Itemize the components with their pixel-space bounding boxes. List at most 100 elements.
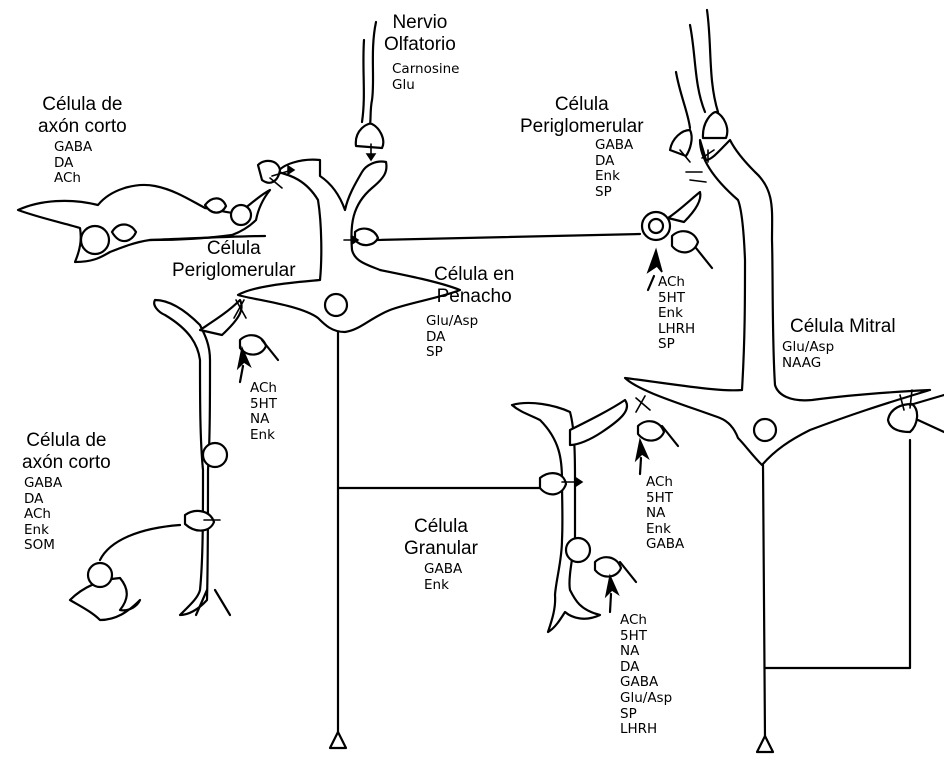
periglom-right-input: 5HT [658,291,695,307]
periglomerular-left-fork-b [215,590,230,615]
periglom-left-input: NA [250,412,277,428]
short-axon-top-terminal-2 [205,198,226,212]
periglom-left-input: 5HT [250,397,277,413]
mitral-title: Célula Mitral [790,316,896,338]
short-axon-bottom-item: GABA [24,476,62,492]
periglomerular-right-input-terminal [672,231,698,252]
olfactory-nerve-fiber-right [690,10,718,112]
granular-lower-input: GABA [620,675,672,691]
granular-lower-input: ACh [620,613,672,629]
arrow-periglom-right [648,250,662,272]
short-axon-bottom-axon [100,525,180,560]
short-axon-top-item: DA [54,156,92,172]
short-axon-bottom-nucleus [88,563,112,587]
short-axon-top-knob [258,161,280,183]
periglom-left-input: Enk [250,428,277,444]
short-axon-bottom-items: GABA DA ACh Enk SOM [24,476,62,554]
arrow-granule-upper [636,440,648,460]
mitral-dendrite-right [910,395,944,405]
granular-upper-input: GABA [646,537,684,553]
periglom-left-title-2: Periglomerular [172,260,296,282]
granular-lower-input: DA [620,660,672,676]
periglom-right-title-2: Periglomerular [520,116,644,138]
short-axon-top-item: GABA [54,140,92,156]
granular-upper-input: NA [646,506,684,522]
periglom-right-item: GABA [595,138,633,154]
periglom-right-input: ACh [658,275,695,291]
nerve-fiber-right-branch [676,72,690,128]
short-axon-top-synapse [231,205,251,225]
mitral-item: Glu/Asp [782,340,834,356]
periglom-right-item: Enk [595,169,633,185]
granule-upper-input-terminal [638,421,664,440]
tufted-axon-terminal [330,732,346,748]
tufted-dendrite-terminal [355,229,378,245]
label-short-axon-top: Célula de axón corto [38,94,127,138]
penacho-items: Glu/Asp DA SP [426,314,478,361]
tufted-collateral-terminal [540,473,566,494]
granular-lower-input: SP [620,707,672,723]
granule-upper-input-fiber [662,426,678,446]
periglom-left-input: ACh [250,381,277,397]
granular-upper-input: Enk [646,522,684,538]
penacho-item: DA [426,330,478,346]
granular-lower-input: LHRH [620,722,672,738]
short-axon-top-item: ACh [54,171,92,187]
periglom-right-item: SP [595,185,633,201]
short-axon-bottom-item: SOM [24,538,62,554]
nerve-terminal-center [356,124,383,148]
periglom-right-inputs: ACh 5HT Enk LHRH SP [658,275,695,353]
tufted-to-periglomerular-line [375,234,640,240]
mitral-cell-axon [763,465,765,738]
label-mitral: Célula Mitral [790,316,896,338]
nervio-item: Glu [392,78,459,94]
granular-lower-input: NA [620,644,672,660]
granule-cell-nucleus [566,538,590,562]
periglom-right-input: Enk [658,306,695,322]
arrow-granule-lower [606,576,618,596]
short-axon-top-nucleus [81,226,109,254]
granular-title-1: Célula [404,516,478,538]
periglomerular-right-nucleus [649,219,663,233]
mitral-axon-terminal [757,736,773,752]
nervio-title-line-2: Olfatorio [384,34,456,56]
periglom-left-inputs: ACh 5HT NA Enk [250,381,277,443]
mitral-items: Glu/Asp NAAG [782,340,834,371]
granular-lower-input: 5HT [620,629,672,645]
nervio-items: Carnosine Glu [392,62,459,93]
periglom-right-item: DA [595,154,633,170]
mitral-item: NAAG [782,356,834,372]
periglomerular-left-nucleus [203,443,227,467]
label-penacho: Célula en Penacho [434,264,514,308]
periglomerular-right-process [668,192,700,222]
mitral-cell-nucleus [754,419,776,441]
olfactory-nerve-fiber-left [362,22,376,125]
label-short-axon-bottom: Célula de axón corto [22,430,111,474]
short-axon-top-title-2: axón corto [38,116,127,138]
short-axon-bottom-item: DA [24,492,62,508]
nerve-terminal-right [703,112,727,138]
granular-lower-input: Glu/Asp [620,691,672,707]
short-axon-bottom-title-2: axón corto [22,452,111,474]
short-axon-top-items: GABA DA ACh [54,140,92,187]
periglom-right-items: GABA DA Enk SP [595,138,633,200]
short-axon-bottom-item: Enk [24,523,62,539]
tufted-cell-nucleus [325,294,347,316]
granular-lower-inputs: ACh 5HT NA DA GABA Glu/Asp SP LHRH [620,613,672,738]
mitral-dendrite-right-2 [918,420,944,432]
mitral-axon-collateral [765,440,910,668]
granular-upper-input: 5HT [646,491,684,507]
mitral-collateral-terminal [888,404,917,432]
penacho-item: Glu/Asp [426,314,478,330]
short-axon-top-title-1: Célula de [38,94,127,116]
granule-lower-input-fiber [620,562,636,582]
penacho-title-2: Penacho [434,286,514,308]
nervio-title-line-1: Nervio [384,12,456,34]
granule-lower-input-terminal [595,557,621,576]
granule-cell-dendrite [570,400,627,445]
periglom-right-input: LHRH [658,322,695,338]
penacho-title-1: Célula en [434,264,514,286]
label-nervio-olfatorio: Nervio Olfatorio [384,12,456,56]
